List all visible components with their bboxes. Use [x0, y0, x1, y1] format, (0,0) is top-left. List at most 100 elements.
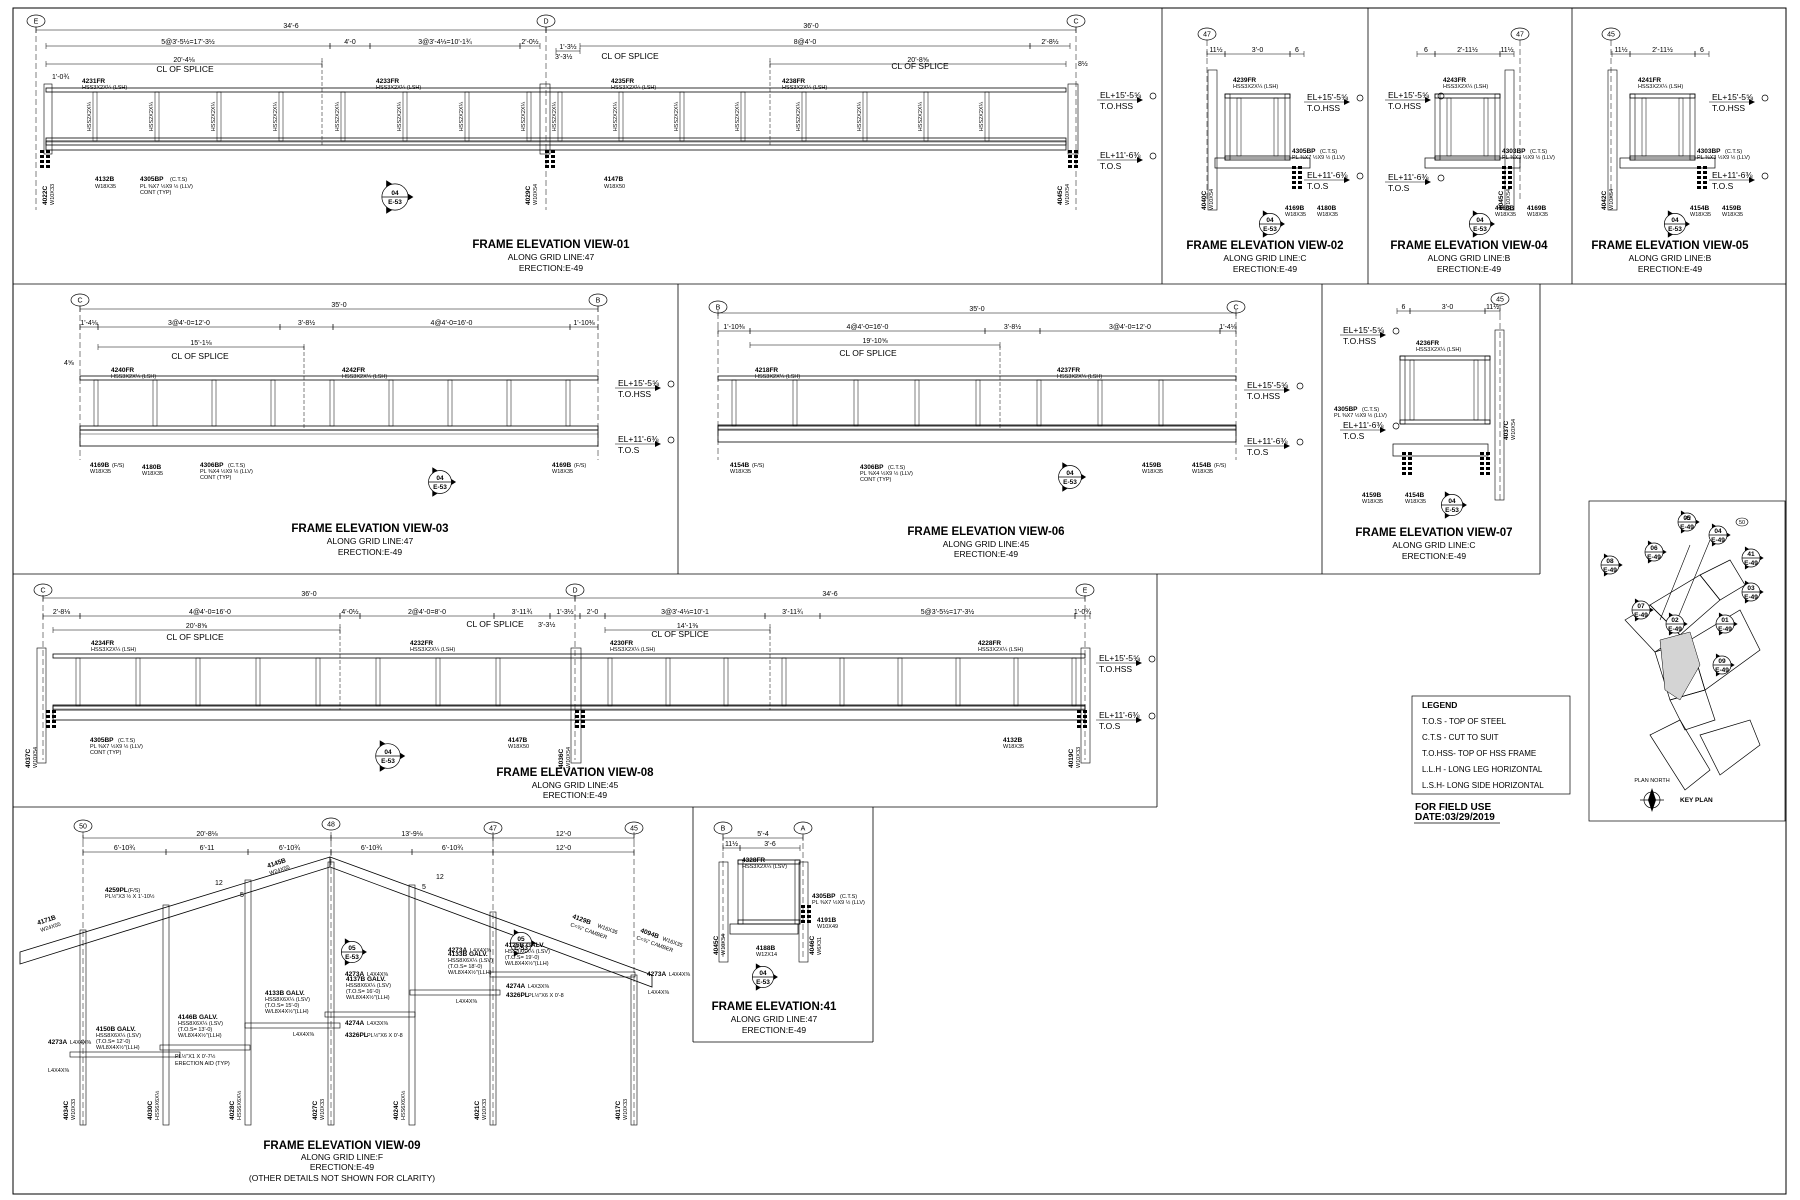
dimension-text: 6'-10¾	[361, 845, 382, 852]
girt	[324, 1011, 416, 1018]
bolt	[581, 725, 585, 728]
hss-stud	[93, 379, 99, 427]
key-plan-title: KEY PLAN	[1680, 797, 1713, 804]
hss-post	[1689, 93, 1696, 161]
bolt	[581, 715, 585, 718]
elevation-label: T.O.S	[1100, 161, 1122, 171]
hss-stud	[1483, 97, 1489, 157]
base-plate-size: PL ⅜X7 ½X9 ½ (LLV)	[140, 183, 193, 190]
drawing-linework	[12, 7, 1787, 1195]
girt-tos: (T.O.S= 16'-0)	[346, 989, 380, 995]
dimension-text: 20'-8⅝	[907, 57, 928, 64]
column-size: W10X33	[1076, 747, 1082, 768]
hss-stud	[923, 91, 929, 142]
bolt	[46, 710, 50, 713]
steel-beam	[79, 429, 599, 447]
beam-mark: 4169B	[1527, 205, 1546, 212]
legend-item: T.O.HSS- TOP OF HSS FRAME	[1422, 749, 1536, 758]
column-mark: 4021C	[474, 1101, 481, 1120]
splice-label: CL OF SPLICE	[166, 632, 224, 642]
section-callout-number: 04	[1448, 498, 1456, 505]
base-plate-mark: 4303BP	[1697, 148, 1721, 155]
column-mark: 4046C	[809, 936, 816, 955]
section-callout-number: 04	[384, 749, 392, 756]
hss-stud	[278, 91, 284, 142]
stud-size-label: HSS2X2X¼	[87, 101, 93, 131]
elevation-target	[1148, 712, 1156, 720]
hss-stud	[135, 657, 141, 707]
bolt	[807, 915, 811, 918]
hss-stud	[255, 657, 261, 707]
view-gridline: ALONG GRID LINE:C	[1392, 540, 1475, 550]
section-callout-number: 09	[1718, 658, 1726, 665]
key-plan-gridline	[1659, 544, 1691, 621]
grid-bubble-label: 47	[1516, 32, 1524, 39]
beam-size: W18X35	[552, 469, 573, 475]
bolt	[1298, 166, 1302, 169]
bolt	[1077, 710, 1081, 713]
column-mark: 4028C	[229, 1101, 236, 1120]
frame-mark: 4236FR	[1416, 340, 1439, 347]
grid-bubble-label: E	[1083, 588, 1088, 595]
dimension-text: 4@4'-0=16'-0	[847, 324, 889, 331]
beam-note: (F/S)	[574, 463, 586, 469]
hss-post	[1434, 93, 1441, 161]
beam-size: W18X35	[730, 469, 751, 475]
bolt	[1298, 171, 1302, 174]
hss-stud	[731, 379, 737, 427]
column-mark: 4024C	[393, 1101, 400, 1120]
section-callout-ref: E-49	[1668, 626, 1682, 633]
section-callout-ref: E-53	[514, 945, 528, 952]
beam-size: W18X35	[142, 471, 163, 477]
dimension-text: 3'-3½	[555, 53, 572, 61]
dimension-text: 11½	[1209, 46, 1222, 54]
column-size: W10X54	[566, 747, 572, 768]
bolt	[1480, 472, 1484, 475]
bolt	[1408, 457, 1412, 460]
base-plate-note: (C.T.S)	[1725, 149, 1742, 155]
elevation-arrow	[1344, 177, 1350, 183]
elevation-target	[1437, 92, 1445, 100]
column	[1494, 329, 1505, 501]
hss-post	[1224, 93, 1231, 161]
elevation-label: T.O.S	[1307, 181, 1329, 191]
stud-size-label: HSS2X2X¼	[857, 101, 863, 131]
bolt	[46, 725, 50, 728]
hss-stud	[495, 657, 501, 707]
beam-note: (F/S)	[752, 463, 764, 469]
bolt	[1480, 462, 1484, 465]
view-gridline: ALONG GRID LINE:B	[1428, 253, 1511, 263]
frame-size: HSS3X2X¼ (LSH)	[782, 85, 827, 91]
section-callout-ref: E-49	[1715, 667, 1729, 674]
plate-note: (F/S)	[128, 888, 140, 894]
girt-tos: (T.O.S= 19'-0)	[505, 955, 539, 961]
column	[244, 879, 252, 1126]
base-plate-extra: CONT (TYP)	[140, 190, 172, 196]
elevation-arrow	[1136, 660, 1142, 666]
dimension-text: 4'-0	[344, 39, 356, 46]
bolt	[1502, 181, 1506, 184]
hss-stud	[75, 657, 81, 707]
bolt	[1402, 472, 1406, 475]
stud-size-label: HSS2X2X¼	[397, 101, 403, 131]
bolt	[801, 915, 805, 918]
bolt	[1298, 181, 1302, 184]
hss-stud	[665, 657, 671, 707]
elevation-arrow	[1137, 157, 1143, 163]
bolt	[807, 905, 811, 908]
hss-stud	[340, 91, 346, 142]
hss-post	[1629, 93, 1636, 161]
dimension-text: 1'-0¾	[1074, 609, 1091, 616]
dimension-text: 2'-11½	[1457, 46, 1478, 54]
splice-label: CL OF SPLICE	[171, 351, 229, 361]
bolt	[1486, 462, 1490, 465]
section-callout-ref: E-49	[1744, 594, 1758, 601]
elevation-target	[1437, 174, 1445, 182]
elevation-target	[1356, 172, 1364, 180]
stud-size-label: HSS2X2X¼	[521, 101, 527, 131]
view-note: (OTHER DETAILS NOT SHOWN FOR CLARITY)	[249, 1173, 435, 1183]
bolt	[1480, 457, 1484, 460]
frame-size: HSS3X2X¼ (LSH)	[1233, 84, 1278, 90]
bolt	[1074, 150, 1078, 153]
column	[1080, 647, 1091, 764]
